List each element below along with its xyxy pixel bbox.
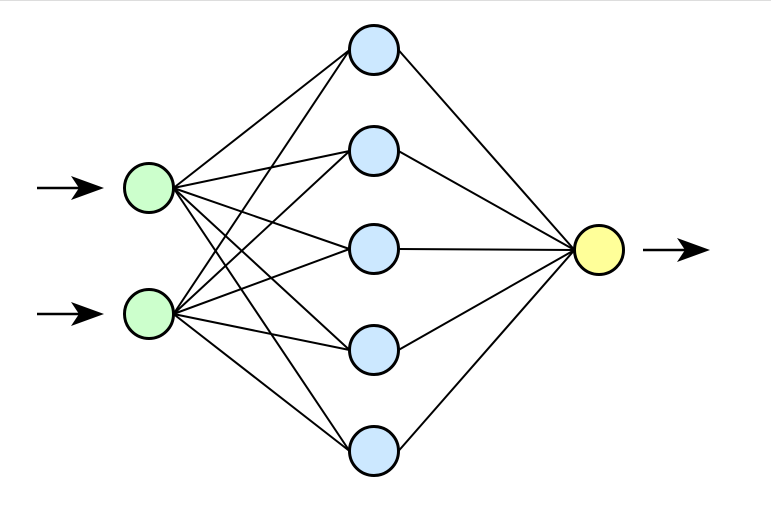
output-neuron bbox=[573, 224, 625, 276]
connection-line bbox=[172, 49, 351, 189]
input-neuron bbox=[123, 288, 175, 340]
connection-line bbox=[172, 313, 351, 452]
arrow-head-icon bbox=[71, 302, 104, 326]
connection-line bbox=[173, 187, 350, 250]
hidden-neuron bbox=[348, 125, 400, 177]
connection-line bbox=[172, 49, 351, 315]
hidden-neuron bbox=[348, 324, 400, 376]
connection-line bbox=[173, 248, 350, 315]
input-arrow bbox=[37, 176, 104, 200]
connection-line bbox=[398, 150, 575, 251]
connection-line bbox=[397, 249, 576, 452]
input-neuron bbox=[123, 162, 175, 214]
connection-line bbox=[172, 187, 351, 452]
connections bbox=[172, 49, 576, 452]
arrow-head-icon bbox=[677, 238, 710, 262]
arrow-head-icon bbox=[71, 176, 104, 200]
hidden-neuron bbox=[348, 24, 400, 76]
connection-line bbox=[172, 187, 351, 351]
connection-line bbox=[172, 150, 351, 315]
connection-line bbox=[173, 313, 350, 351]
connection-line bbox=[397, 49, 576, 251]
input-arrow bbox=[37, 302, 104, 326]
connection-line bbox=[398, 248, 575, 251]
hidden-neuron bbox=[348, 425, 400, 477]
neurons bbox=[123, 24, 625, 477]
connection-line bbox=[398, 249, 575, 351]
top-border bbox=[0, 0, 771, 1]
connection-line bbox=[173, 150, 350, 189]
output-arrow bbox=[643, 238, 710, 262]
io-arrows bbox=[37, 176, 710, 326]
hidden-neuron bbox=[348, 223, 400, 275]
